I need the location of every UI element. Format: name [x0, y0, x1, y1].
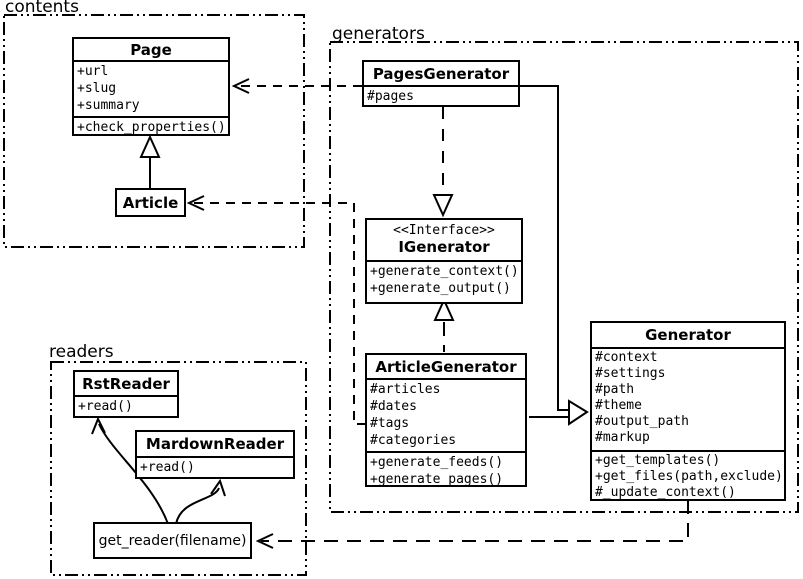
attribute-row: #theme — [595, 398, 642, 413]
class-title-pagesgenerator: PagesGenerator — [372, 64, 510, 83]
class-title-article: Article — [122, 193, 179, 212]
attribute-row: +url — [77, 64, 109, 79]
class-title-igenerator: <<Interface>> IGenerator — [367, 220, 521, 260]
method-row: +check_properties() — [77, 120, 226, 134]
dependency-articlegenerator-article — [186, 195, 366, 425]
class-title-page: Page — [130, 40, 172, 59]
function-box-getreader: get_reader(filename) — [93, 522, 252, 559]
class-box-rstreader: RstReader +read() — [73, 370, 179, 418]
method-row: +get_files(path,exclude) — [595, 469, 783, 484]
dependency-pagesgenerator-page — [231, 78, 362, 94]
realization-pagesgenerator-igenerator — [432, 107, 454, 218]
attribute-row: #context — [595, 350, 658, 365]
dependency-generator-getreader — [255, 500, 689, 549]
package-label-contents: contents — [5, 0, 79, 17]
arrow-getreader-rstreader — [91, 416, 169, 525]
methods-compartment: +generate_context() +generate_output() — [367, 260, 521, 302]
attribute-row: #categories — [370, 433, 457, 448]
method-row: +generate_feeds() — [370, 455, 504, 470]
method-row: +read() — [78, 399, 133, 414]
class-box-igenerator: <<Interface>> IGenerator +generate_conte… — [365, 218, 523, 304]
interface-stereotype: <<Interface>> — [393, 223, 495, 238]
package-label-generators: generators — [332, 24, 425, 44]
attribute-row: #markup — [595, 430, 650, 445]
generalization-article-page — [139, 134, 161, 188]
class-box-article: Article — [115, 188, 186, 217]
arrow-getreader-mardownreader — [175, 478, 226, 525]
method-row: #_update_context() — [595, 485, 736, 499]
class-title-articlegenerator: ArticleGenerator — [375, 357, 517, 376]
methods-compartment: +read() — [137, 456, 293, 477]
method-row: +generate_context() — [370, 264, 519, 279]
method-row: +get_templates() — [595, 453, 721, 468]
attribute-row: #output_path — [595, 414, 689, 429]
methods-compartment: +check_properties() — [74, 116, 228, 134]
attribute-row: #settings — [595, 366, 666, 381]
class-box-generator: Generator #context #settings #path #them… — [590, 321, 786, 501]
method-row: +generate_pages() — [370, 472, 504, 485]
methods-compartment: +read() — [75, 395, 177, 416]
class-box-pagesgenerator: PagesGenerator #pages — [362, 60, 520, 107]
method-row: +read() — [140, 460, 195, 475]
method-row: +generate_output() — [370, 281, 511, 296]
attribute-row: #path — [595, 382, 635, 397]
class-title-rstreader: RstReader — [82, 374, 170, 393]
attributes-compartment: #pages — [364, 85, 518, 105]
package-label-readers: readers — [49, 342, 114, 362]
realization-articlegenerator-igenerator — [433, 297, 455, 352]
class-title-generator: Generator — [645, 326, 731, 344]
attribute-row: #tags — [370, 416, 410, 431]
class-box-articlegenerator: ArticleGenerator #articles #dates #tags … — [365, 353, 527, 487]
attribute-row: #dates — [370, 399, 417, 414]
methods-compartment: +get_templates() +get_files(path,exclude… — [592, 450, 784, 499]
attribute-row: +summary — [77, 98, 140, 113]
attribute-row: #articles — [370, 382, 441, 397]
generalization-generators-generator — [520, 85, 589, 426]
class-box-page: Page +url +slug +summary +check_properti… — [72, 37, 230, 136]
attribute-row: #pages — [367, 89, 414, 104]
attributes-compartment: +url +slug +summary — [74, 60, 228, 116]
class-box-mardownreader: MardownReader +read() — [135, 430, 295, 479]
methods-compartment: +generate_feeds() +generate_pages() — [367, 451, 525, 485]
attribute-row: +slug — [77, 81, 117, 96]
function-label: get_reader(filename) — [98, 532, 247, 549]
package-border-contents — [3, 14, 305, 248]
class-title-text: IGenerator — [398, 238, 490, 256]
package-border-generators — [329, 41, 799, 513]
package-border-readers — [50, 361, 307, 576]
class-title-mardownreader: MardownReader — [145, 435, 285, 453]
attributes-compartment: #articles #dates #tags #categories — [367, 378, 525, 451]
attributes-compartment: #context #settings #path #theme #output_… — [592, 347, 784, 450]
